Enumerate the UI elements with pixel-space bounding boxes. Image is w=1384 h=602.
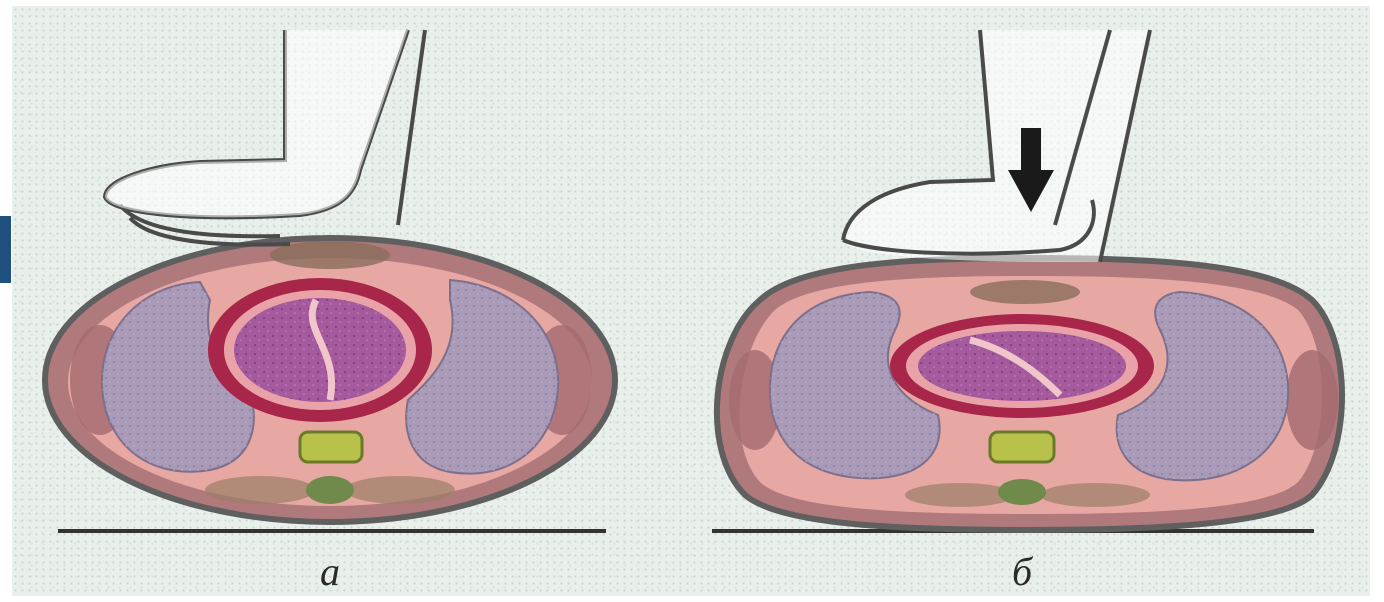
- panel-a-label: a: [320, 548, 340, 595]
- heart-a-dots: [234, 298, 406, 402]
- hands-a-fill: [105, 30, 408, 217]
- spinal-process-a: [306, 476, 354, 504]
- vertebra-b: [990, 432, 1054, 462]
- muscle-b-3: [970, 280, 1080, 304]
- panel-b: [712, 30, 1342, 531]
- spinal-process-b: [998, 479, 1046, 505]
- panel-a: [45, 30, 615, 531]
- torso-section-a: [45, 238, 615, 522]
- muscle-a-5: [345, 476, 455, 504]
- muscle-b-5: [1040, 483, 1150, 507]
- muscle-a-4: [205, 476, 315, 504]
- vertebra-a: [300, 432, 362, 462]
- panel-b-label: б: [1012, 548, 1032, 595]
- muscle-b-2: [1286, 350, 1338, 450]
- torso-section-b: [717, 258, 1342, 530]
- muscle-b-4: [905, 483, 1015, 507]
